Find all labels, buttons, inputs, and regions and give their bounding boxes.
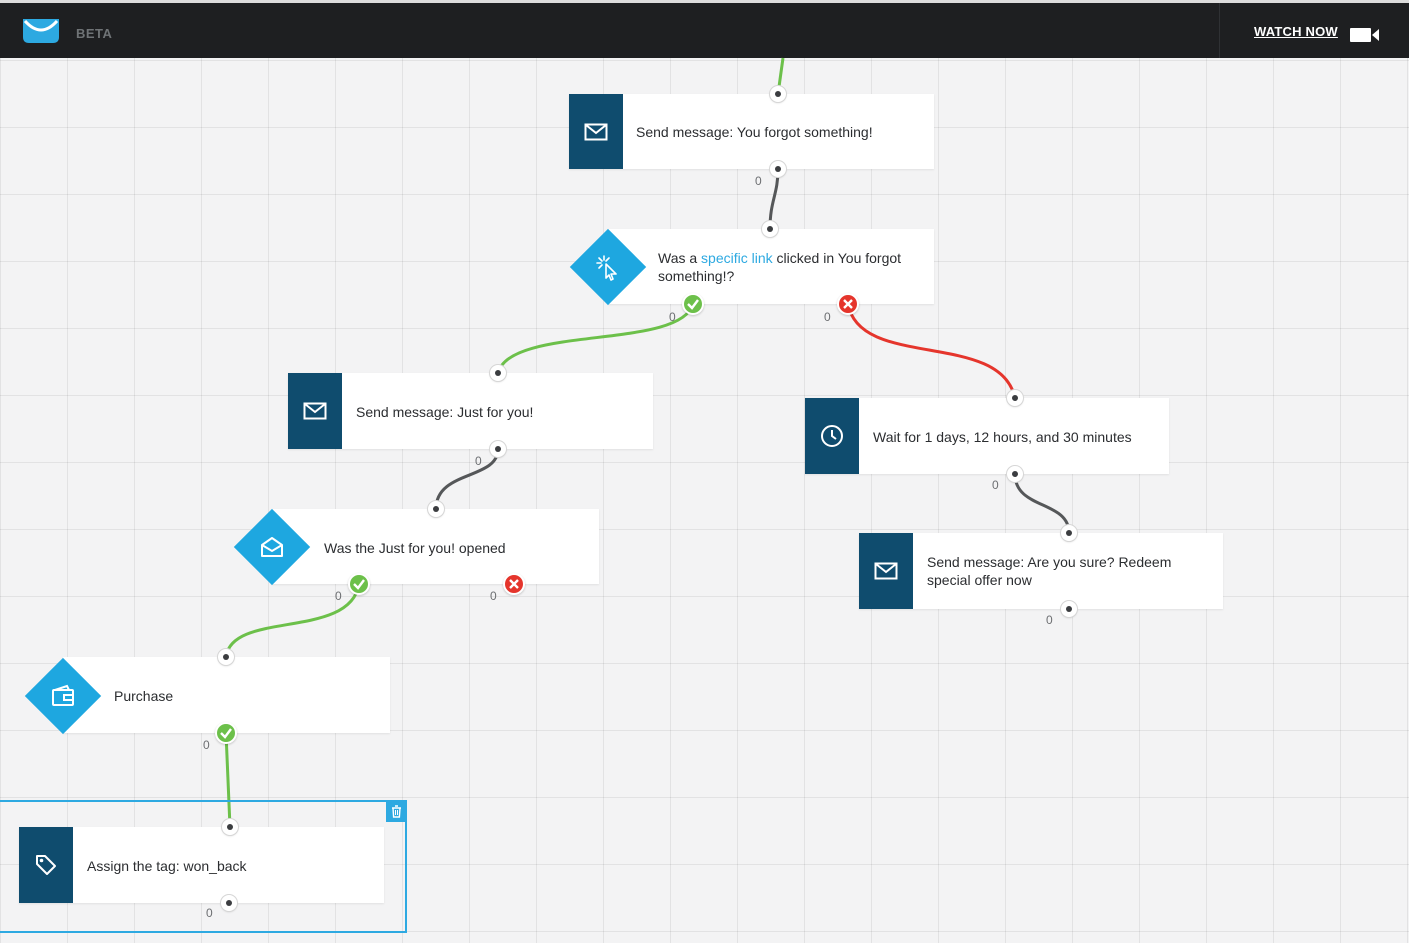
node-send-forgot[interactable]: Send message: You forgot something! — [569, 94, 934, 169]
no-count: 0 — [824, 310, 831, 324]
node-icon-box — [288, 373, 342, 449]
connector-yes-to-just — [496, 303, 695, 374]
node-icon-box — [805, 398, 859, 474]
cursor-click-icon — [596, 255, 617, 281]
node-purchase[interactable]: Purchase — [63, 657, 390, 733]
contact-count: 0 — [206, 906, 213, 920]
selection-frame — [0, 800, 407, 933]
video-camera-icon[interactable] — [1350, 27, 1380, 43]
yes-branch-icon[interactable] — [682, 293, 704, 315]
yes-count: 0 — [335, 589, 342, 603]
input-port[interactable] — [218, 649, 234, 665]
node-label: Was a specific link clicked in You forgo… — [658, 249, 928, 285]
top-bar: BETA WATCH NOW — [0, 0, 1409, 58]
envelope-logo-icon[interactable] — [21, 17, 61, 45]
input-port[interactable] — [1007, 390, 1023, 406]
condition-text-end: clicked in You forgot something!? — [658, 250, 902, 284]
node-label: Send message: Are you sure? Redeem speci… — [927, 554, 1172, 588]
input-port[interactable] — [1061, 525, 1077, 541]
connector-wait-to-sure — [1013, 473, 1071, 534]
envelope-icon — [584, 123, 608, 140]
output-port[interactable] — [770, 161, 786, 177]
output-port[interactable] — [1061, 601, 1077, 617]
node-label: Send message: Just for you! — [356, 404, 534, 420]
tag-icon — [36, 855, 56, 875]
condition-text-start: Was a — [658, 250, 702, 266]
node-icon-box — [859, 533, 913, 609]
node-send-are-you-sure[interactable]: Send message: Are you sure? Redeem speci… — [859, 533, 1223, 609]
yes-branch-icon[interactable] — [215, 722, 237, 744]
watch-now-link[interactable]: WATCH NOW — [1254, 24, 1338, 39]
node-label: Send message: You forgot something! — [636, 124, 873, 140]
yes-count: 0 — [669, 310, 676, 324]
trash-icon[interactable] — [386, 800, 407, 822]
contact-count: 0 — [475, 454, 482, 468]
input-port[interactable] — [770, 86, 786, 102]
contact-count: 0 — [1046, 613, 1053, 627]
node-icon-box — [569, 94, 623, 169]
wallet-icon — [52, 684, 74, 706]
envelope-icon — [303, 402, 327, 420]
input-port[interactable] — [490, 365, 506, 381]
yes-branch-icon[interactable] — [348, 573, 370, 595]
no-branch-icon[interactable] — [503, 573, 525, 595]
node-label: Purchase — [114, 688, 174, 704]
specific-link[interactable]: specific link — [701, 250, 773, 266]
contact-count: 0 — [992, 478, 999, 492]
connector-forgot-to-click — [768, 168, 780, 230]
no-count: 0 — [490, 589, 497, 603]
beta-label: BETA — [76, 26, 113, 41]
node-label: Wait for 1 days, 12 hours, and 30 minute… — [873, 429, 1132, 445]
open-envelope-icon — [261, 537, 283, 557]
node-link-clicked[interactable]: Was a specific link clicked in You forgo… — [608, 229, 934, 304]
input-port[interactable] — [222, 819, 238, 835]
no-branch-icon[interactable] — [837, 293, 859, 315]
divider — [1219, 3, 1220, 58]
yes-count: 0 — [203, 738, 210, 752]
node-label: Was the Just for you! opened — [324, 540, 506, 556]
node-send-just-for-you[interactable]: Send message: Just for you! — [288, 373, 653, 449]
clock-icon — [821, 425, 843, 447]
contact-count: 0 — [755, 174, 762, 188]
node-wait[interactable]: Wait for 1 days, 12 hours, and 30 minute… — [805, 398, 1169, 474]
connector-just-to-opened — [434, 448, 500, 510]
input-port[interactable] — [428, 501, 444, 517]
input-port[interactable] — [762, 221, 778, 237]
node-icon-box — [19, 827, 73, 903]
output-port[interactable] — [1007, 466, 1023, 482]
node-opened[interactable]: Was the Just for you! opened — [272, 509, 599, 584]
output-port[interactable] — [221, 895, 237, 911]
node-label: Assign the tag: won_back — [87, 858, 247, 874]
output-port[interactable] — [490, 441, 506, 457]
node-assign-tag[interactable]: Assign the tag: won_back — [19, 827, 384, 903]
envelope-icon — [874, 562, 898, 580]
connector-no-to-wait — [846, 303, 1017, 399]
